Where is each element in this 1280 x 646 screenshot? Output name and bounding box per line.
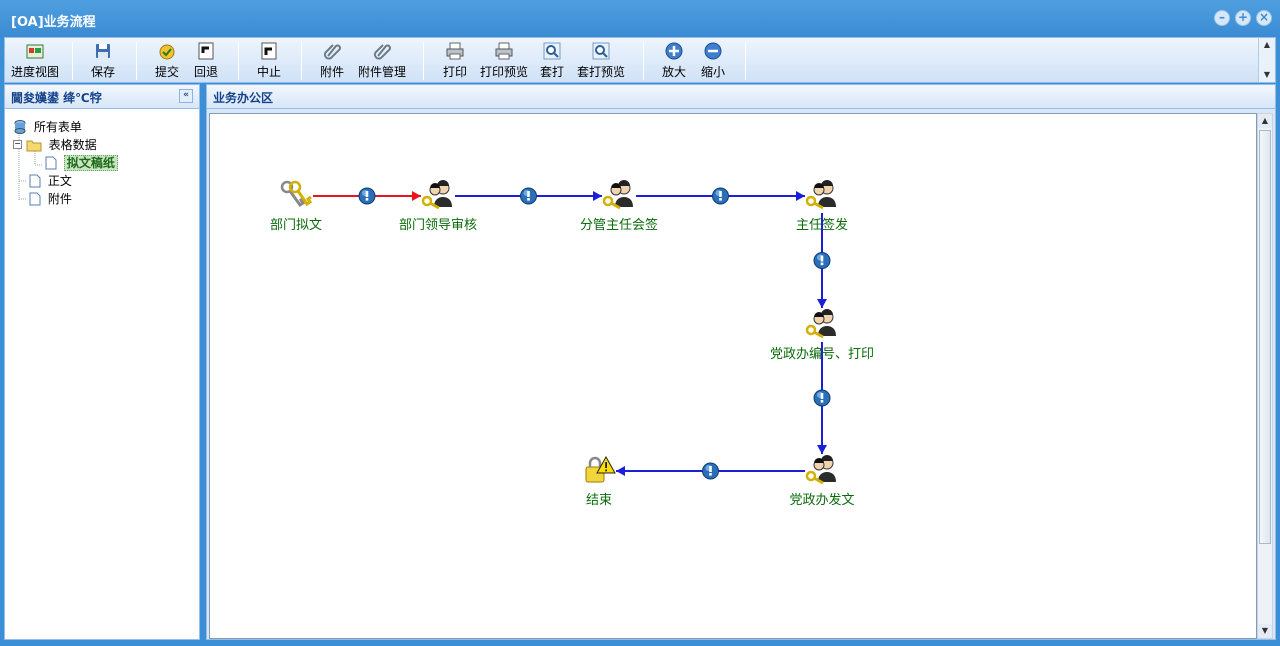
overlay-print-preview-button[interactable]: 套打预览: [574, 41, 628, 81]
office-work-area: 业务办公区 部门拟文 部门领导审核 分管主任会签 主任签发党政办编号、打印党政办发文 结…: [206, 84, 1276, 640]
zoom-out-button[interactable]: 缩小: [697, 41, 729, 81]
scrollbar-thumb[interactable]: [1259, 130, 1271, 544]
page-icon: [45, 156, 57, 169]
edge-info-icon[interactable]: [813, 389, 831, 407]
window-title: [OA]业务流程: [11, 15, 96, 30]
stop-icon: [261, 42, 277, 60]
paperclip-icon: [373, 44, 391, 60]
scroll-up-icon[interactable]: ▲: [1263, 40, 1271, 49]
progress-view-icon: [26, 44, 44, 59]
folder-icon: [26, 140, 42, 151]
lock-warning-icon[interactable]: [581, 454, 617, 486]
user-key-icon[interactable]: [804, 179, 840, 211]
page-icon: [29, 192, 41, 205]
user-key-icon[interactable]: [804, 308, 840, 340]
overlay-print-button[interactable]: 套打: [536, 41, 568, 81]
arrowhead: [817, 445, 827, 454]
main-panel-title: 业务办公区: [213, 91, 274, 105]
arrowhead: [817, 299, 827, 308]
paperclip-icon: [323, 44, 341, 60]
back-button[interactable]: 回退: [190, 41, 222, 81]
edge-info-icon[interactable]: [358, 187, 376, 205]
tree-node-all-forms[interactable]: 所有表单: [13, 118, 82, 134]
scroll-down-icon[interactable]: ▼: [1258, 624, 1272, 638]
flow-node-label[interactable]: 党政办发文: [789, 493, 855, 508]
flow-node-label[interactable]: 党政办编号、打印: [769, 347, 875, 362]
arrowhead: [796, 191, 805, 201]
zoom-in-icon: [665, 42, 683, 60]
form-tree-panel: 閫夋嫨鍙 绛℃牸 « 所有表单 − 表格数据 拟文稿纸 正文 附件: [4, 84, 200, 640]
tree-node-draft-paper[interactable]: 拟文稿纸: [45, 154, 118, 171]
main-panel-header: 业务办公区: [207, 85, 1275, 109]
user-key-icon[interactable]: [804, 454, 840, 486]
edge-info-icon[interactable]: [813, 252, 831, 269]
database-icon: [14, 119, 26, 134]
scroll-up-icon[interactable]: ▲: [1258, 114, 1272, 128]
flow-node-label[interactable]: 部门拟文: [269, 218, 323, 233]
zoom-out-icon: [704, 42, 722, 60]
panel-title: 閫夋嫨鍙 绛℃牸: [11, 91, 102, 105]
maximize-icon[interactable]: +: [1235, 10, 1251, 26]
user-key-icon[interactable]: [420, 179, 456, 211]
attachment-button[interactable]: 附件: [316, 41, 348, 81]
print-preview-icon: [495, 42, 513, 60]
panel-header: 閫夋嫨鍙 绛℃牸 «: [5, 85, 199, 109]
edge-info-icon[interactable]: [702, 462, 719, 480]
scroll-down-icon[interactable]: ▼: [1263, 70, 1271, 79]
window-titlebar: [OA]业务流程 – + ×: [0, 0, 1280, 37]
tree-node-table-data[interactable]: − 表格数据: [13, 137, 97, 152]
flow-node-label[interactable]: 分管主任会签: [579, 218, 659, 233]
flow-node-label[interactable]: 主任签发: [795, 218, 849, 233]
progress-view-button[interactable]: 进度视图: [9, 41, 61, 81]
arrowhead: [412, 191, 421, 201]
save-button[interactable]: 保存: [87, 41, 119, 81]
toolbar: 进度视图 保存 提交 回退 中止 附件 附件管理 打印 打印预览 套打: [4, 37, 1276, 83]
page-icon: [29, 174, 41, 187]
tree-node-body-text[interactable]: 正文: [29, 172, 72, 188]
collapse-node-icon[interactable]: −: [13, 139, 22, 149]
submit-icon: [159, 44, 175, 60]
magnifier-icon: [543, 42, 561, 60]
tree-node-attachment[interactable]: 附件: [29, 190, 72, 206]
workflow-diagram: [313, 187, 831, 480]
print-preview-button[interactable]: 打印预览: [477, 41, 531, 81]
minimize-icon[interactable]: –: [1214, 10, 1230, 26]
attachment-manage-button[interactable]: 附件管理: [355, 41, 409, 81]
tree-lines: [18, 129, 43, 201]
edge-info-icon[interactable]: [520, 187, 537, 205]
close-icon[interactable]: ×: [1256, 10, 1272, 26]
arrowhead: [593, 191, 602, 201]
workflow-canvas[interactable]: 部门拟文 部门领导审核 分管主任会签 主任签发党政办编号、打印党政办发文 结束: [209, 113, 1257, 639]
vertical-scrollbar[interactable]: ▲ ▼: [1257, 113, 1273, 639]
flow-node-label[interactable]: 结束: [585, 493, 613, 508]
edge-info-icon[interactable]: [712, 187, 729, 205]
stop-button[interactable]: 中止: [253, 41, 285, 81]
save-icon: [96, 44, 110, 58]
zoom-in-button[interactable]: 放大: [658, 41, 690, 81]
window-controls: – + ×: [1214, 10, 1272, 26]
flow-node-label[interactable]: 部门领导审核: [398, 218, 478, 233]
print-button[interactable]: 打印: [439, 41, 471, 81]
arrowhead: [616, 466, 625, 476]
collapse-icon[interactable]: «: [179, 89, 193, 103]
user-key-icon[interactable]: [601, 179, 637, 211]
magnifier-icon: [592, 42, 610, 60]
keys-icon[interactable]: [278, 179, 314, 211]
toolbar-scroller[interactable]: ▲ ▼: [1258, 38, 1275, 82]
submit-button[interactable]: 提交: [151, 41, 183, 81]
printer-icon: [446, 42, 464, 60]
back-icon: [198, 42, 214, 60]
